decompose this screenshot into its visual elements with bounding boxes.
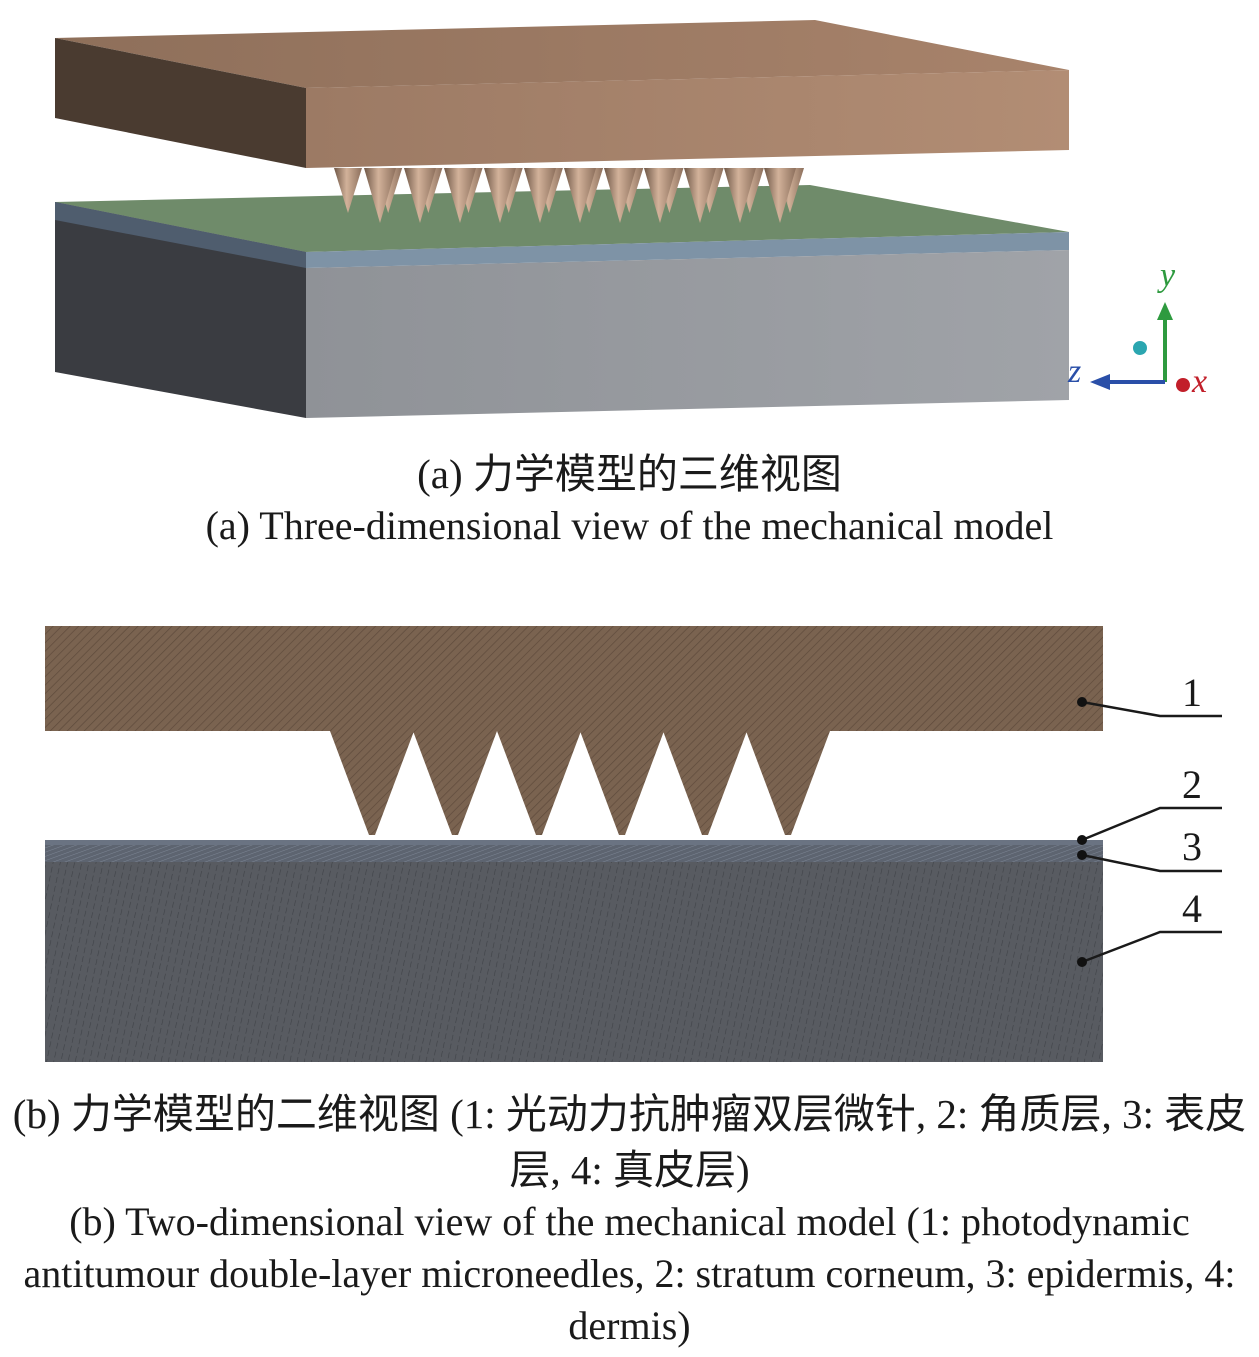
skin-block-3d [55, 185, 1069, 418]
panel-3d-view: y z x [0, 0, 1259, 430]
leader-dot-3 [1077, 850, 1087, 860]
label-2: 2 [1182, 762, 1202, 807]
z-axis-label: z [1067, 353, 1081, 390]
plate-side-face [55, 38, 306, 168]
microneedle-cone [364, 168, 396, 223]
leader-line-4 [1081, 930, 1222, 964]
panel-2d-view: 1 2 3 4 [0, 600, 1259, 1080]
microneedle-cone [484, 168, 516, 223]
leader-dots [1077, 697, 1087, 967]
leader-line-2 [1081, 806, 1222, 842]
caption-a-english: (a) Three-dimensional view of the mechan… [205, 503, 1054, 548]
label-3: 3 [1182, 824, 1202, 869]
microneedle-base-plate-3d [55, 20, 1069, 168]
microneedle-plate-and-needles [45, 626, 1103, 835]
microneedle-cone [524, 168, 556, 223]
x-axis-label: x [1191, 363, 1207, 400]
axis-triad: y z x [1067, 257, 1207, 400]
leader-dot-1 [1077, 697, 1087, 707]
skin-side-band [55, 202, 306, 268]
leader-lines [1081, 700, 1222, 964]
caption-a-chinese: (a) 力学模型的三维视图 [417, 451, 842, 497]
microneedle-cone [604, 168, 636, 223]
caption-b-english: (b) Two-dimensional view of the mechanic… [23, 1199, 1236, 1348]
microneedle-cone [334, 168, 362, 213]
microneedle-cone [684, 168, 716, 223]
microneedle-cone [444, 168, 476, 223]
3d-model-drawing: y z x [55, 20, 1207, 418]
z-axis-arrow-icon [1090, 374, 1110, 390]
y-axis-arrow-icon [1157, 302, 1173, 320]
plate-top-face [55, 20, 1069, 88]
microneedle-cone [644, 168, 676, 223]
label-4: 4 [1182, 886, 1202, 931]
2d-model-drawing: 1 2 3 4 [45, 626, 1222, 1062]
leader-line-1 [1081, 700, 1222, 718]
microneedle-cone [564, 168, 596, 223]
microneedle-cone [764, 168, 796, 223]
caption-b-chinese: (b) 力学模型的二维视图 (1: 光动力抗肿瘤双层微针, 2: 角质层, 3:… [12, 1091, 1247, 1193]
epidermis-layer [45, 845, 1103, 862]
microneedle-cones-3d [334, 168, 804, 223]
plate-front-face [306, 70, 1069, 168]
microneedle-2d [45, 626, 1103, 835]
leader-line-3 [1081, 853, 1222, 873]
microneedle-cone [404, 168, 436, 223]
x-axis-dot-icon [1176, 378, 1190, 392]
skin-2d [45, 840, 1103, 1062]
skin-stratum-band [306, 232, 1069, 268]
skin-top-face [55, 185, 1069, 252]
skin-front-face [306, 250, 1069, 418]
label-1: 1 [1182, 670, 1202, 715]
microneedle-cone [724, 168, 756, 223]
leader-dot-2 [1077, 835, 1087, 845]
origin-dot-icon [1133, 341, 1147, 355]
stratum-corneum-layer [45, 840, 1103, 845]
y-axis-label: y [1157, 257, 1176, 294]
leader-dot-4 [1077, 957, 1087, 967]
dermis-layer [45, 862, 1103, 1062]
